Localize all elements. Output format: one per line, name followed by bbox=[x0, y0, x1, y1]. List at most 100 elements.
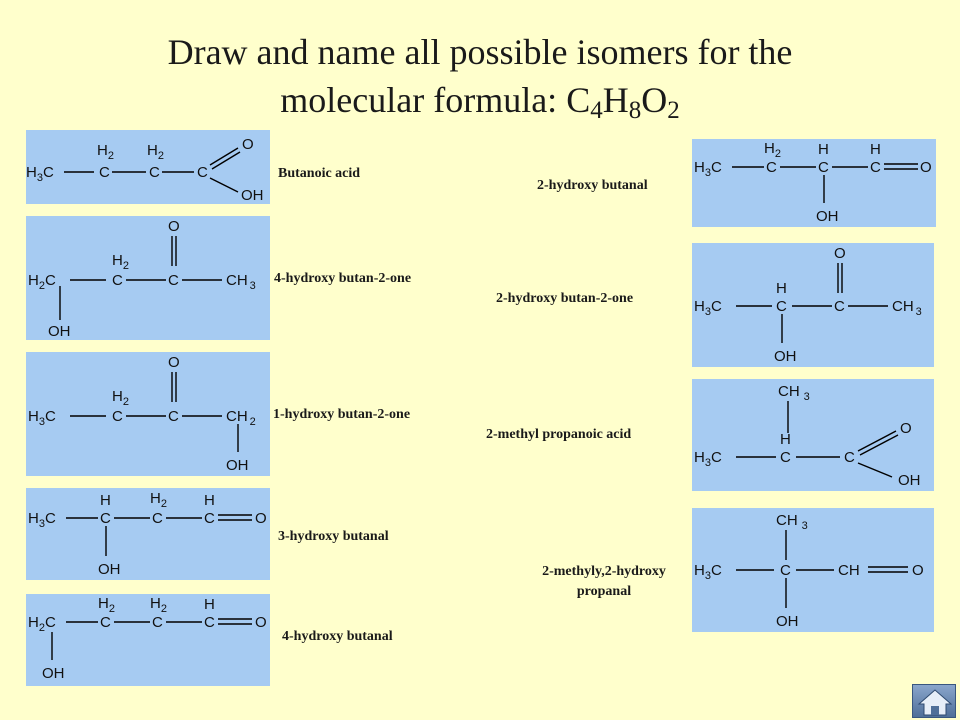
atom-h: H bbox=[818, 141, 829, 158]
atom-h2: H2 bbox=[112, 252, 129, 272]
atom-h3c: H3C bbox=[26, 164, 54, 184]
caption-2-methyl-2-hydroxy-propanal: 2-methyly,2-hydroxy propanal bbox=[518, 562, 690, 602]
atom-h2c: H2C bbox=[28, 272, 56, 292]
atom-oh: OH bbox=[42, 665, 65, 682]
structure-butanoic-acid: H3C H2 C H2 C C O OH bbox=[26, 130, 270, 204]
atom-c-3: C bbox=[149, 164, 160, 181]
title-line-2: molecular formula: C4H8O2 bbox=[280, 80, 680, 124]
atom-c-2: C bbox=[818, 159, 829, 176]
atom-c-2: C bbox=[168, 272, 179, 289]
atom-c-2: C bbox=[152, 614, 163, 631]
atom-h2-a: H2 bbox=[98, 595, 115, 615]
atom-c-3: C bbox=[112, 272, 123, 289]
atom-h3c: H3C bbox=[694, 449, 722, 469]
atom-h: H bbox=[776, 280, 787, 297]
atom-h3c: H3C bbox=[28, 510, 56, 530]
atom-h: H bbox=[100, 492, 111, 509]
atom-o: O bbox=[920, 159, 932, 176]
atom-h3c: H3C bbox=[28, 408, 56, 428]
atom-h: H bbox=[780, 431, 791, 448]
atom-oh: OH bbox=[774, 348, 797, 365]
atom-h2: H2 bbox=[150, 490, 167, 510]
structure-3-hydroxy-butanal: H3C H C OH H2 C H C O bbox=[26, 488, 270, 580]
atom-c-1: C bbox=[204, 614, 215, 631]
3-hydroxy-butanal-diagram: H3C H C OH H2 C H C O bbox=[28, 490, 267, 578]
atom-c-2: C bbox=[168, 408, 179, 425]
caption-4-hydroxy-butanal: 4-hydroxy butanal bbox=[282, 629, 393, 644]
atom-h-ald: H bbox=[870, 141, 881, 158]
atom-c-2: C bbox=[780, 449, 791, 466]
title-line-1: Draw and name all possible isomers for t… bbox=[167, 32, 793, 72]
caption-4-hydroxy-butan-2-one: 4-hydroxy butan-2-one bbox=[274, 271, 412, 286]
butanoic-acid-diagram: H3C H2 C H2 C C O OH bbox=[26, 136, 264, 204]
atom-oh: OH bbox=[816, 208, 839, 225]
atom-c-1: C bbox=[870, 159, 881, 176]
atom-oh: OH bbox=[776, 613, 799, 630]
atom-c-2: C bbox=[152, 510, 163, 527]
atom-c-1: C bbox=[844, 449, 855, 466]
atom-c-3: C bbox=[100, 614, 111, 631]
caption-2-methyl-propanoic-acid: 2-methyl propanoic acid bbox=[486, 427, 632, 442]
atom-h2c: H2C bbox=[28, 614, 56, 634]
atom-h2: H2 bbox=[112, 388, 129, 408]
atom-h2: H2 bbox=[764, 140, 781, 160]
4-hydroxy-butanal-diagram: H2C OH H2 C H2 C H C O bbox=[28, 595, 267, 682]
atom-oh: OH bbox=[226, 457, 249, 474]
atom-oh: OH bbox=[241, 187, 264, 204]
atom-c-3: C bbox=[112, 408, 123, 425]
atom-c-3: C bbox=[100, 510, 111, 527]
caption-2-hydroxy-butan-2-one: 2-hydroxy butan-2-one bbox=[496, 291, 634, 306]
atom-o: O bbox=[834, 245, 846, 262]
atom-o: O bbox=[255, 614, 267, 631]
caption-2-hydroxy-butanal: 2-hydroxy butanal bbox=[537, 178, 648, 193]
atom-oh: OH bbox=[898, 472, 921, 489]
atom-c-3: C bbox=[776, 298, 787, 315]
atom-h2-b: H2 bbox=[150, 595, 167, 615]
structure-2-hydroxy-butanal: H3C H2 C H C OH H C O bbox=[692, 139, 936, 227]
atom-o: O bbox=[900, 420, 912, 437]
atom-c-2: C bbox=[99, 164, 110, 181]
atom-h-ald: H bbox=[204, 492, 215, 509]
2-hydroxy-butanal-diagram: H3C H2 C H C OH H C O bbox=[694, 140, 932, 225]
atom-c-2: C bbox=[834, 298, 845, 315]
caption-line-2: propanal bbox=[576, 584, 632, 599]
structure-4-hydroxy-butanal: H2C OH H2 C H2 C H C O bbox=[26, 594, 270, 686]
caption-butanoic-acid: Butanoic acid bbox=[278, 166, 361, 181]
atom-c-1: C bbox=[204, 510, 215, 527]
atom-o: O bbox=[168, 218, 180, 235]
caption-line-1: 2-methyly,2-hydroxy bbox=[542, 564, 666, 579]
home-button[interactable] bbox=[912, 684, 956, 718]
atom-o: O bbox=[255, 510, 267, 527]
caption-1-hydroxy-butan-2-one: 1-hydroxy butan-2-one bbox=[273, 407, 411, 422]
atom-o: O bbox=[168, 354, 180, 371]
home-icon bbox=[917, 689, 953, 716]
atom-h3c: H3C bbox=[694, 159, 722, 179]
page-title: Draw and name all possible isomers for t… bbox=[0, 28, 960, 124]
caption-3-hydroxy-butanal: 3-hydroxy butanal bbox=[278, 529, 389, 544]
atom-o: O bbox=[242, 136, 254, 153]
atom-h-ald: H bbox=[204, 596, 215, 613]
atom-ch-ald: CH bbox=[838, 562, 860, 579]
atom-c-4: C bbox=[197, 164, 208, 181]
atom-h2-b: H2 bbox=[147, 142, 164, 162]
atom-h3c: H3C bbox=[694, 562, 722, 582]
atom-c-2: C bbox=[780, 562, 791, 579]
atom-c-3: C bbox=[766, 159, 777, 176]
atom-oh: OH bbox=[48, 323, 71, 340]
atom-h2-a: H2 bbox=[97, 142, 114, 162]
